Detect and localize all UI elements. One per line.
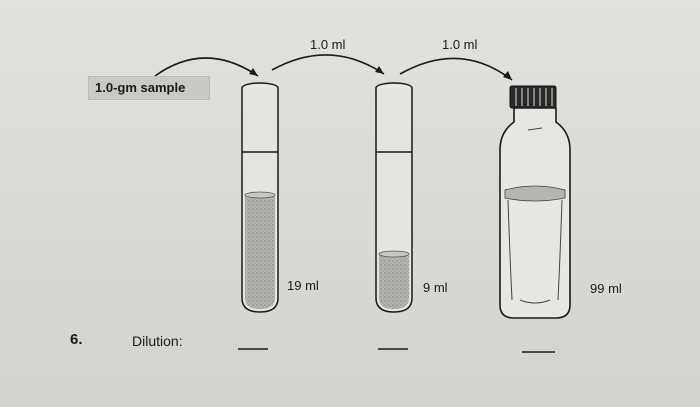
tube-1-volume: 19 ml [287, 278, 319, 293]
transfer-arrow-1 [154, 57, 259, 77]
bottle-volume: 99 ml [590, 281, 622, 296]
transfer-label-2: 1.0 ml [442, 37, 478, 52]
test-tube-1 [241, 82, 279, 313]
transfer-label-1: 1.0 ml [310, 37, 346, 52]
arrowhead-2 [375, 66, 384, 74]
transfer-arrow-3 [399, 57, 513, 81]
arrowhead-1 [249, 68, 258, 76]
problem-number: 6. [70, 331, 83, 348]
transfer-arrow-2 [271, 54, 385, 75]
test-tube-2 [375, 82, 413, 313]
problem-label: Dilution: [132, 333, 183, 349]
tube-2-volume: 9 ml [423, 280, 448, 295]
arrowhead-3 [503, 71, 512, 80]
dilution-bottle [499, 85, 571, 319]
sample-label: 1.0-gm sample [95, 80, 186, 95]
sample-label-box [88, 76, 210, 100]
